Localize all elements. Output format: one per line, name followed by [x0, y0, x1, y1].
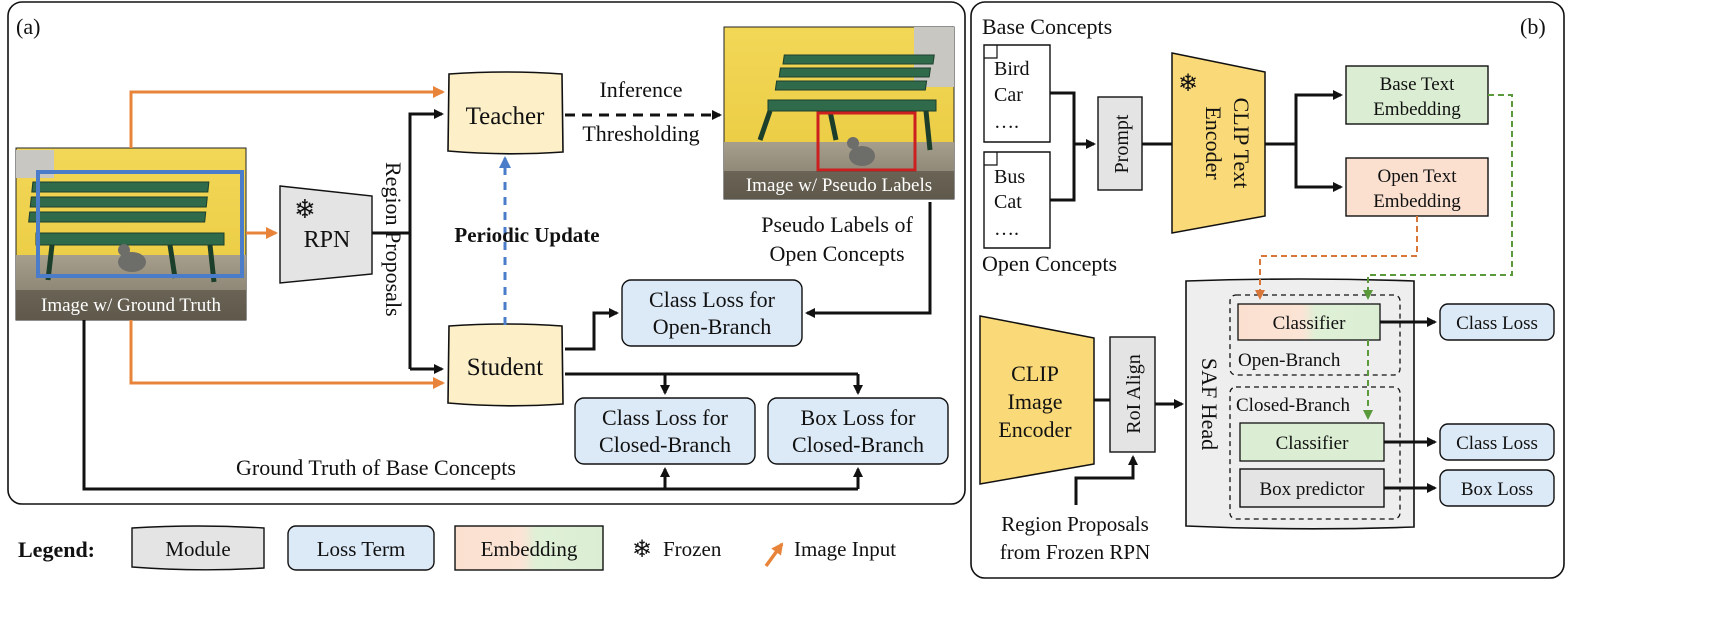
panel-a-connectors	[82, 109, 932, 491]
snowflake-icon: ❄	[294, 195, 316, 224]
inference-label: Inference	[599, 77, 682, 102]
roi-align-module	[1109, 336, 1156, 453]
box-loss-closed-box	[767, 397, 949, 465]
legend-title: Legend:	[18, 537, 95, 562]
saf-head	[1185, 278, 1415, 530]
panel-b-label: (b)	[1520, 14, 1546, 39]
open-concepts-doc: Bus Cat ….	[983, 151, 1051, 249]
thresholding-label: Thresholding	[582, 121, 699, 146]
class-loss-closed-line2: Closed-Branch	[599, 432, 731, 457]
open-doc-item: Cat	[994, 191, 1022, 213]
image-gt-caption: Image w/ Ground Truth	[41, 295, 221, 316]
closed-classifier	[1239, 422, 1385, 462]
closed-branch-label: Closed-Branch	[1236, 395, 1350, 416]
clip-image-line1: CLIP	[1011, 361, 1059, 386]
class-loss-open-line1: Class Loss for	[649, 287, 776, 312]
box-predictor	[1239, 468, 1385, 508]
panel-a-frame	[7, 1, 966, 505]
open-branch-label: Open-Branch	[1238, 350, 1341, 371]
box-loss-label: Box Loss	[1461, 479, 1533, 500]
base-concepts-doc: Bird Car ….	[983, 44, 1051, 143]
legend-module-swatch	[131, 525, 265, 571]
box-loss-closed-line2: Closed-Branch	[792, 432, 924, 457]
clip-text-encoder	[1171, 52, 1266, 234]
open-doc-item: Bus	[994, 166, 1025, 188]
rpn-label: RPN	[304, 227, 351, 253]
clip-text-line2: Encoder	[1201, 106, 1226, 180]
teacher-module	[447, 71, 564, 155]
class-loss-open-box	[621, 279, 803, 347]
saf-head-label: SAF Head	[1197, 358, 1222, 450]
base-doc-item: ….	[994, 111, 1019, 133]
base-text-embedding	[1345, 65, 1489, 125]
clip-image-encoder	[979, 315, 1095, 485]
ground-truth-label: Ground Truth of Base Concepts	[236, 455, 516, 480]
class-loss-2-box	[1439, 423, 1555, 461]
legend-loss-swatch	[287, 525, 435, 571]
rpn-module	[279, 185, 373, 284]
student-label: Student	[467, 354, 543, 381]
panel-a-label: (a)	[16, 14, 40, 39]
open-classifier-label: Classifier	[1273, 313, 1346, 334]
prompt-label: Prompt	[1111, 114, 1133, 173]
open-classifier	[1237, 303, 1381, 341]
periodic-update-label: Periodic Update	[454, 223, 599, 247]
legend-embedding-label: Embedding	[481, 537, 578, 561]
base-doc-item: Bird	[994, 58, 1030, 80]
class-loss-1-label: Class Loss	[1456, 313, 1538, 334]
image-ground-truth: Image w/ Ground Truth	[15, 147, 247, 321]
box-predictor-label: Box predictor	[1259, 479, 1365, 500]
legend-loss-label: Loss Term	[317, 537, 406, 561]
legend-embedding-swatch	[454, 525, 604, 571]
clip-image-line2: Image	[1008, 389, 1063, 414]
legend: Legend: Module Loss Term Embedding ❄ Fro…	[18, 525, 896, 571]
image-pl-caption: Image w/ Pseudo Labels	[746, 175, 932, 196]
open-text-line2: Embedding	[1373, 191, 1461, 212]
open-embedding-dashed-arrow	[1255, 216, 1418, 300]
legend-image-input-label: Image Input	[794, 537, 896, 561]
region-proposals-label: Region Proposals	[381, 162, 406, 317]
image-input-arrows	[129, 86, 445, 389]
pseudo-labels-line2: Open Concepts	[769, 241, 904, 266]
snowflake-icon: ❄	[1178, 71, 1198, 97]
clip-image-line3: Encoder	[998, 417, 1072, 442]
box-loss-box	[1439, 469, 1555, 507]
open-branch-group	[1229, 294, 1401, 376]
region-proposals-frozen-line2: from Frozen RPN	[1000, 540, 1151, 564]
class-loss-open-line2: Open-Branch	[653, 314, 772, 339]
orange-arrow-icon	[764, 542, 784, 568]
class-loss-closed-box	[574, 397, 756, 465]
base-text-line1: Base Text	[1380, 74, 1456, 95]
snowflake-icon: ❄	[632, 537, 652, 563]
legend-module-label: Module	[165, 537, 230, 561]
open-text-line1: Open Text	[1377, 166, 1457, 187]
pseudo-labels-line1: Pseudo Labels of	[761, 212, 913, 237]
open-text-embedding	[1345, 157, 1489, 217]
teacher-label: Teacher	[466, 103, 545, 130]
base-doc-item: Car	[994, 84, 1023, 106]
box-loss-closed-line1: Box Loss for	[801, 405, 917, 430]
open-doc-item: ….	[994, 218, 1019, 240]
class-loss-closed-line1: Class Loss for	[602, 405, 729, 430]
base-embedding-dashed-arrow	[1363, 94, 1513, 300]
base-text-line2: Embedding	[1373, 99, 1461, 120]
region-proposals-frozen-line1: Region Proposals	[1001, 512, 1149, 536]
legend-frozen-label: Frozen	[663, 537, 722, 561]
class-loss-2-label: Class Loss	[1456, 433, 1538, 454]
base-concepts-label: Base Concepts	[982, 14, 1112, 39]
student-module	[447, 323, 564, 407]
closed-branch-group	[1229, 386, 1401, 520]
class-loss-1-box	[1439, 303, 1555, 341]
image-pseudo-labels: Image w/ Pseudo Labels	[723, 26, 955, 200]
clip-text-line1: CLIP Text	[1229, 98, 1254, 189]
panel-b-connectors	[1050, 90, 1437, 505]
open-concepts-label: Open Concepts	[982, 251, 1117, 276]
closed-classifier-label: Classifier	[1276, 433, 1349, 454]
panel-b-frame	[970, 1, 1565, 579]
roi-align-label: RoI Align	[1123, 354, 1145, 433]
